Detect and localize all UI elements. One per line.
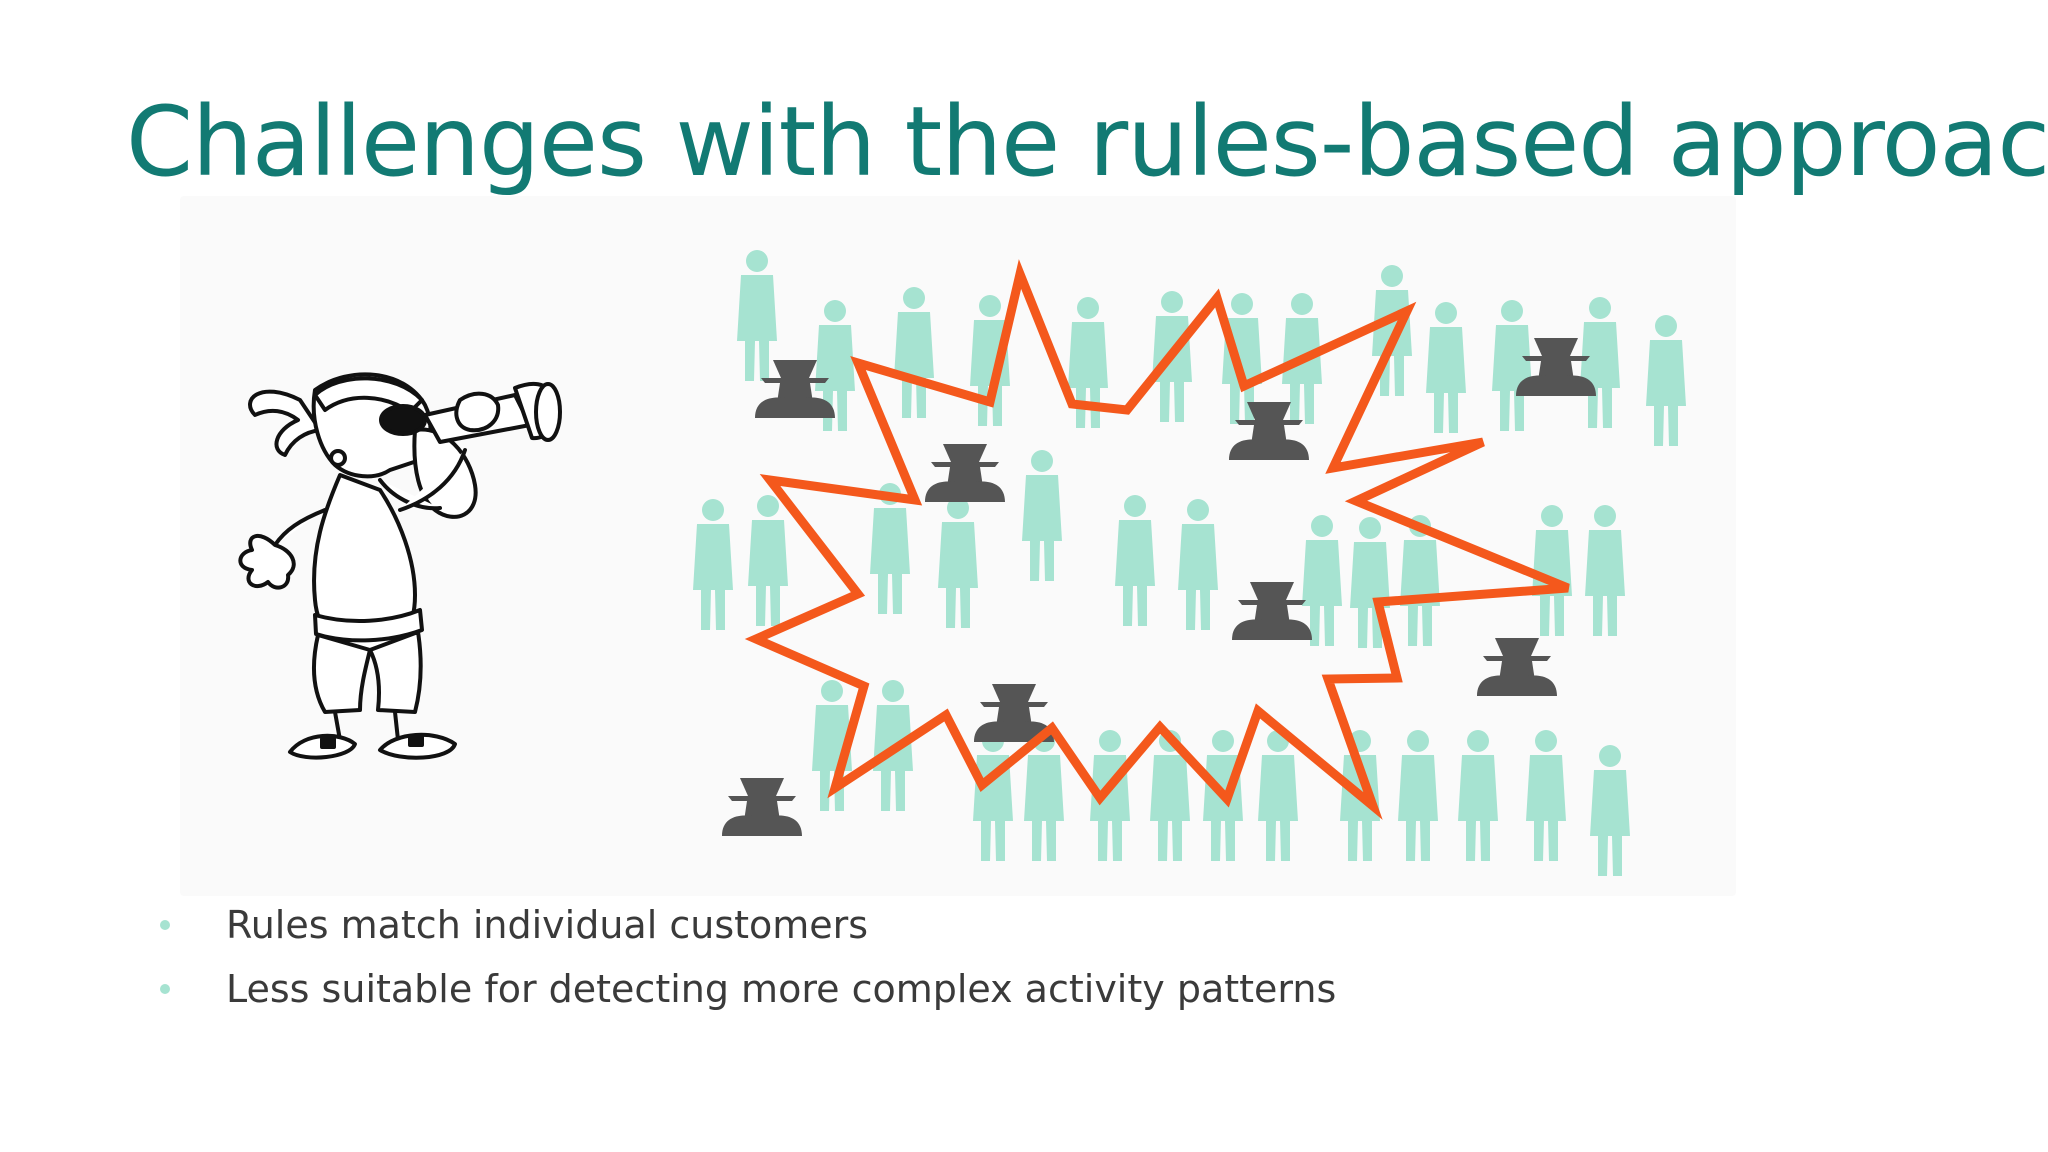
bullet-item: Less suitable for detecting more complex… <box>160 957 1336 1021</box>
bullet-item: Rules match individual customers <box>160 893 1336 957</box>
pirate-with-telescope-illustration <box>238 372 562 760</box>
crowd-illustration <box>693 250 1686 876</box>
bullet-marker-icon <box>160 920 170 930</box>
bullet-list: Rules match individual customers Less su… <box>160 893 1336 1021</box>
slide-title: Challenges with the rules-based approach <box>126 86 2048 198</box>
bullet-text: Less suitable for detecting more complex… <box>226 967 1337 1011</box>
bullet-text: Rules match individual customers <box>226 903 869 947</box>
bullet-marker-icon <box>160 984 170 994</box>
starburst-outline <box>744 259 1570 820</box>
